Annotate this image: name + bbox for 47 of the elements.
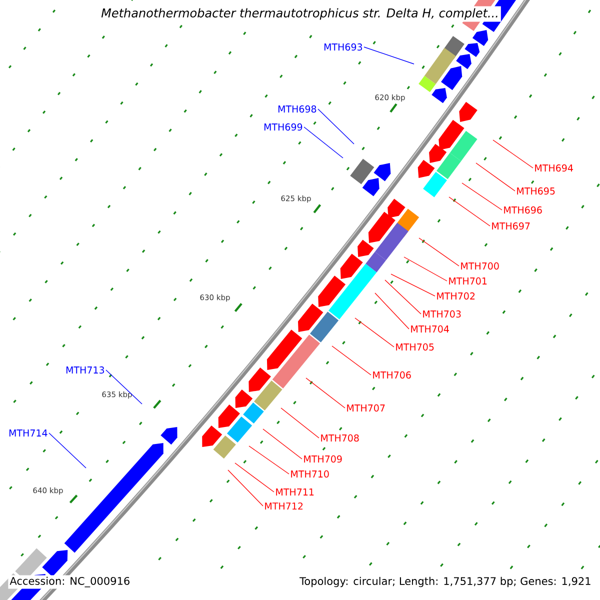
footer-text: Accession: NC_000916: [8, 575, 132, 589]
leader-line: [234, 462, 274, 492]
gene-label: MTH697: [492, 222, 530, 230]
footer-text: Topology: circular; Length: 1,751,377 bp; Genes: 1,921: [298, 575, 593, 589]
gene-label: MTH701: [449, 277, 487, 285]
gene-label: MTH706: [373, 371, 411, 379]
gene-label: MTH713: [66, 366, 104, 374]
gene-label: MTH694: [535, 164, 573, 172]
gene-label: MTH693: [324, 43, 362, 51]
gene-label: MTH699: [264, 123, 302, 131]
leader-line: [332, 346, 372, 376]
gene-label: MTH700: [461, 262, 499, 270]
title: Methanothermobacter thermautotrophicus str. Delta H, complet...: [99, 6, 501, 22]
leader-line: [248, 446, 290, 474]
leader-line: [280, 408, 320, 438]
gene-label: MTH695: [517, 187, 555, 195]
leader-line: [462, 182, 502, 210]
leader-line: [418, 238, 460, 266]
gene-label: MTH712: [265, 502, 303, 510]
leader-line: [306, 378, 346, 408]
gene-label: MTH710: [291, 470, 329, 478]
leader-line: [364, 46, 414, 64]
gene-label: MTH707: [347, 404, 385, 412]
leader-line: [384, 280, 422, 314]
leader-line: [48, 432, 86, 468]
leader-line: [476, 162, 516, 192]
leader-line: [318, 108, 354, 144]
leader-line: [228, 470, 264, 506]
leader-line: [404, 256, 448, 282]
leader-line: [374, 292, 410, 330]
gene-label: MTH702: [437, 292, 475, 300]
gene-label: MTH704: [411, 325, 449, 333]
gene-label: MTH711: [276, 488, 314, 496]
leader-line: [106, 370, 142, 404]
gene-label: MTH714: [9, 430, 48, 436]
gene-label: MTH708: [321, 434, 359, 442]
leader-line: [354, 318, 394, 348]
leader-line: [304, 126, 344, 158]
leader-line: [492, 140, 534, 168]
gene-label: MTH703: [423, 310, 461, 318]
gene-label: MTH709: [304, 455, 342, 463]
gene-label: MTH698: [278, 105, 316, 113]
gene-label: MTH696: [504, 206, 542, 214]
leader-line: [448, 196, 490, 226]
gene-label: MTH705: [396, 343, 434, 351]
leader-line: [262, 428, 302, 460]
leader-line: [390, 274, 436, 296]
